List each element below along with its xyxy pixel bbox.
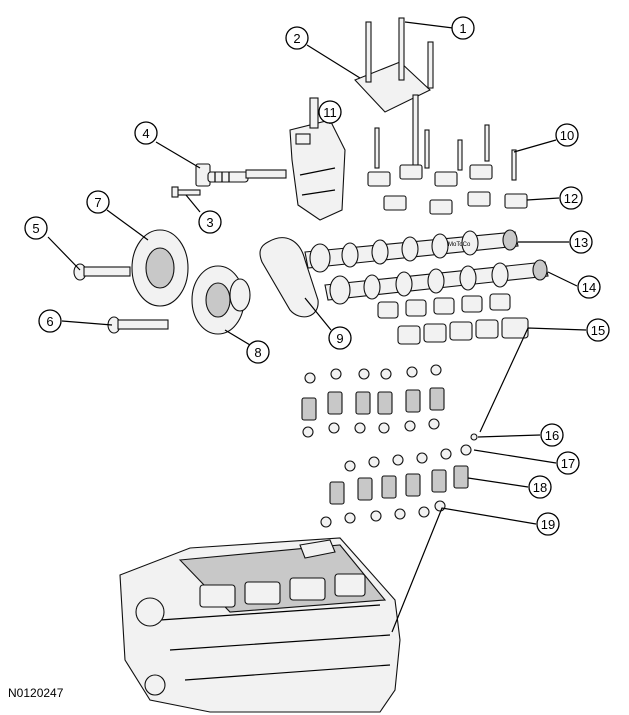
svg-text:8: 8 [254,345,261,360]
callout-16: 16 [540,423,564,447]
svg-text:19: 19 [541,517,555,532]
timing-chain [259,237,319,318]
callout-1: 1 [451,16,475,40]
svg-text:4: 4 [142,126,149,141]
callout-4: 4 [134,121,158,145]
callout-7: 7 [86,190,110,214]
valve-springs-upper [301,364,445,438]
camshaft-upper: MoToCo [304,229,519,273]
timing-chain-guide [289,97,346,221]
svg-text:9: 9 [336,331,343,346]
callout-19: 19 [536,512,560,536]
bearing-cap-bolts [374,124,517,181]
callout-2: 2 [285,26,309,50]
oil-control-solenoid [195,163,287,187]
solenoid-bolt [171,186,201,198]
figure-reference-code: N0120247 [8,686,64,700]
callout-13: 13 [569,230,593,254]
svg-text:12: 12 [564,191,578,206]
valve-tappets [377,293,529,345]
camshaft-lower [324,259,549,305]
svg-text:13: 13 [574,235,588,250]
callout-17: 17 [556,451,580,475]
svg-text:10: 10 [560,128,574,143]
cylinder-head [119,537,401,713]
sprocket-bolt-lower [107,316,169,334]
vct-unit [191,265,251,335]
bearing-caps [367,164,528,215]
callout-11: 11 [318,100,342,124]
callout-6: 6 [38,309,62,333]
callout-15: 15 [586,318,610,342]
svg-text:3: 3 [206,215,213,230]
callout-5: 5 [24,216,48,240]
callout-8: 8 [246,340,270,364]
svg-text:17: 17 [561,456,575,471]
svg-text:16: 16 [545,428,559,443]
brand-mark-text: MoToCo [448,242,471,248]
cap-bolts-top [365,17,434,166]
svg-text:15: 15 [591,323,605,338]
sprocket-bolt-upper [73,263,131,281]
svg-text:2: 2 [293,31,300,46]
svg-text:14: 14 [582,280,596,295]
callout-18: 18 [528,475,552,499]
camshaft-sprocket-upper [131,229,189,307]
svg-text:6: 6 [46,314,53,329]
valve-springs-lower [320,433,478,528]
callout-12: 12 [559,186,583,210]
svg-text:11: 11 [323,105,337,120]
bearing-cap-bar [354,61,431,113]
svg-text:7: 7 [94,195,101,210]
callout-10: 10 [555,123,579,147]
callout-3: 3 [198,210,222,234]
callout-9: 9 [328,326,352,350]
svg-text:1: 1 [459,21,466,36]
callout-14: 14 [577,275,601,299]
svg-text:18: 18 [533,480,547,495]
svg-text:5: 5 [32,221,39,236]
leader-lines [47,21,587,633]
